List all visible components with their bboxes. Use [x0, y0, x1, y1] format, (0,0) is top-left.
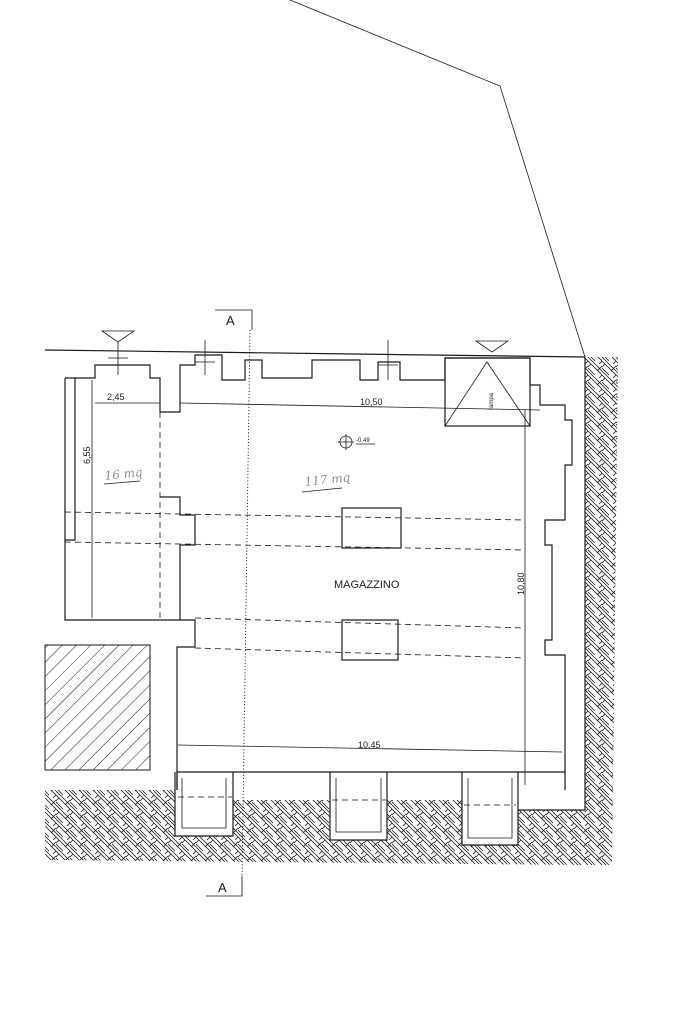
bottom-wall	[176, 771, 565, 790]
entrance-marker-right	[474, 340, 510, 353]
left-wall-outer	[64, 378, 196, 790]
dim-line-main-width-top	[179, 402, 541, 411]
buttress-1	[174, 772, 234, 837]
level-marker-icon	[338, 434, 354, 450]
partition-step	[160, 496, 196, 620]
site-boundary	[289, 0, 586, 358]
beam-3	[194, 617, 526, 629]
dim-main-height: 10,80	[516, 572, 526, 595]
dim-main-width-bottom: 10,45	[358, 740, 381, 750]
room-label: MAGAZZINO	[334, 579, 400, 591]
left-room-inner	[75, 354, 573, 790]
ramp-box	[444, 357, 531, 427]
handwritten-area-main: 117 mq	[304, 470, 351, 489]
section-mark-top-frame	[215, 309, 253, 330]
top-wall	[44, 349, 586, 358]
level-mark: -0.49	[356, 438, 370, 444]
hatched-block	[44, 644, 151, 771]
section-mark-bottom: A	[218, 880, 227, 895]
beam-1	[64, 511, 526, 521]
buttress-inner-1	[181, 778, 227, 829]
pillar-upper	[341, 507, 402, 549]
buttress-inner-2	[335, 778, 382, 833]
dim-main-width-top: 10,50	[360, 397, 383, 407]
ramp-label: rampa	[489, 392, 495, 410]
section-mark-bottom-frame	[206, 876, 243, 897]
beam-4	[194, 647, 526, 659]
dim-small-room-width: 2,45	[107, 392, 125, 402]
cross-mark-1	[195, 340, 215, 375]
buttress-2	[329, 772, 388, 841]
ramp-arrow	[444, 361, 531, 427]
entrance-marker-left	[100, 330, 136, 343]
buttress-3	[461, 772, 519, 846]
cross-mark-3	[108, 350, 128, 375]
section-line	[241, 329, 251, 881]
dim-small-room-height: 6,55	[82, 446, 92, 464]
cross-mark-2	[378, 340, 398, 380]
beam-2	[64, 541, 526, 551]
handwritten-area-small: 16 mq	[104, 465, 144, 483]
dim-line-main-width-bottom	[177, 744, 563, 753]
earth-hatch-right	[580, 357, 618, 865]
section-mark-top: A	[226, 313, 235, 328]
partition-wall	[65, 377, 76, 541]
earth-hatch-bottom	[45, 790, 582, 865]
pillar-lower	[341, 619, 399, 661]
buttress-inner-3	[467, 778, 513, 839]
right-wall-outer	[518, 357, 586, 811]
